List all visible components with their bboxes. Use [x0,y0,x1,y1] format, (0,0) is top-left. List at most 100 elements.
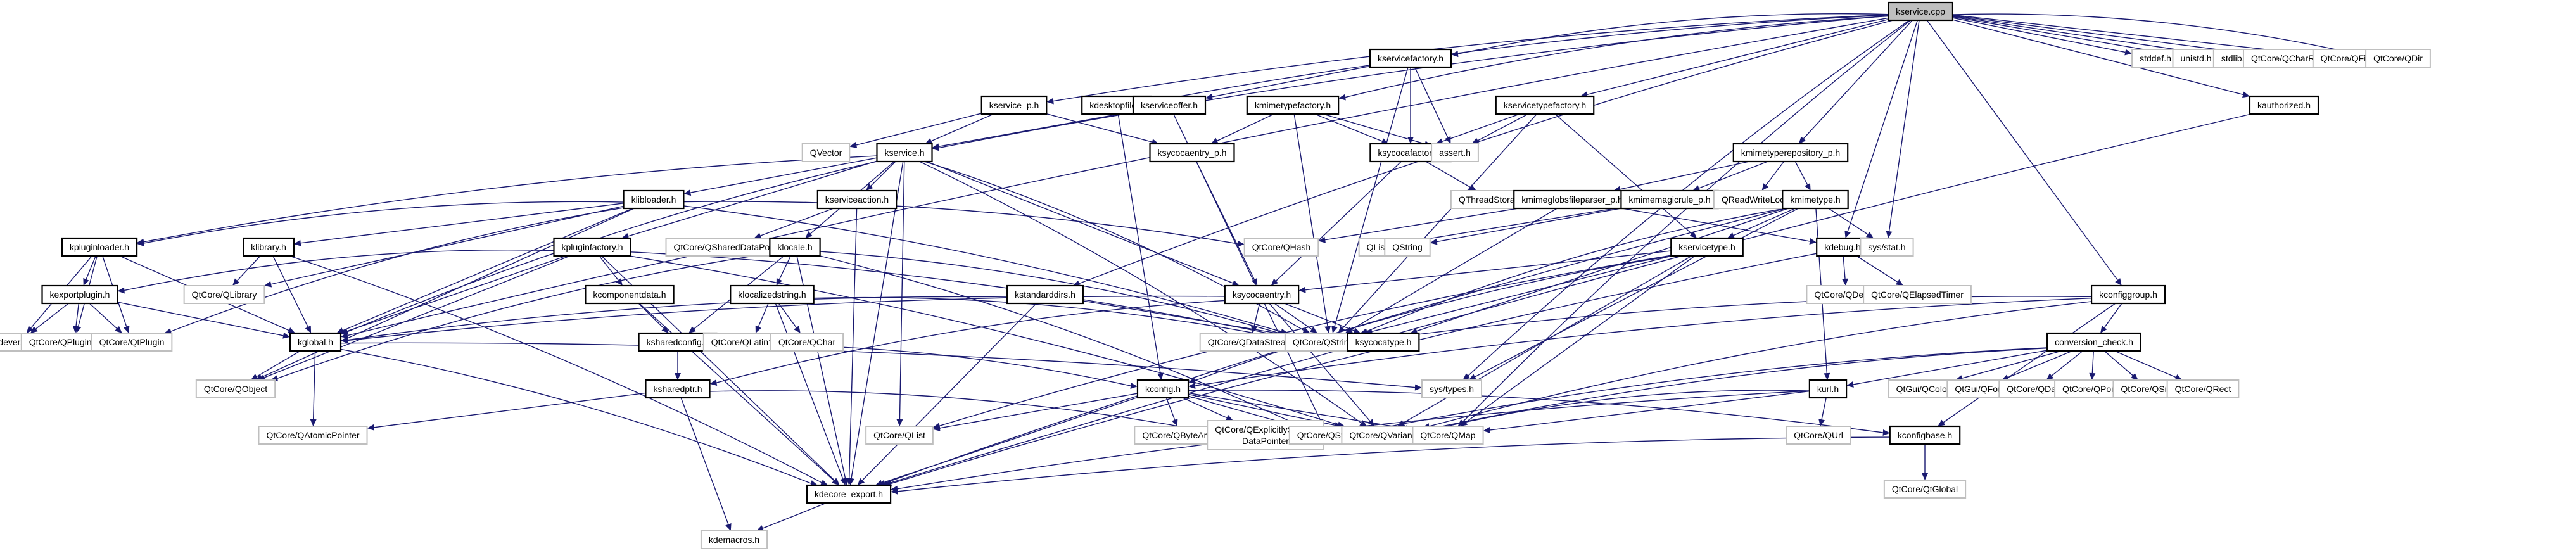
graph-node-kmimemagicrule-p-h[interactable]: kmimemagicrule_p.h [1620,189,1719,210]
graph-node-kconfigbase-h[interactable]: kconfigbase.h [1889,425,1961,445]
edge-klibloader-h-to-qstringlist [683,205,1281,333]
graph-node-ksycocatype-h[interactable]: ksycocatype.h [1347,332,1420,352]
edge-kservice-h-to-qvariant [919,161,1362,423]
graph-node-kservice-p-h[interactable]: kservice_p.h [980,95,1048,115]
graph-node-klibloader-h[interactable]: klibloader.h [623,189,685,210]
edge-kservice-cpp-to-kconfiggroup-h [1926,20,2118,281]
edge-kmimemagicrule-p-h-to-qlist [1402,207,1621,244]
graph-node-kservicetypefactory-h[interactable]: kservicetypefactory.h [1495,95,1595,115]
graph-node-kurl-h[interactable]: kurl.h [1808,379,1848,399]
edge-conversion-check-h-to-qpoint [2091,350,2094,374]
graph-node-kdecore-export-h[interactable]: kdecore_export.h [806,484,892,504]
edge-conversion-check-h-to-qsize [2103,350,2133,376]
graph-node-kservicetype-h[interactable]: kservicetype.h [1670,237,1744,257]
arrowhead-icon [288,327,296,334]
edge-kmimetype-h-to-kservicetype-h [1733,208,1796,236]
graph-node-ksycocaentry-p-h[interactable]: ksycocaentry_p.h [1149,143,1235,163]
edge-ksycocaentry-p-h-to-ksycocaentry-h [1196,161,1255,280]
node-label: kmimetypefactory.h [1255,100,1331,110]
graph-node-ksharedptr-h[interactable]: ksharedptr.h [645,379,711,399]
graph-node-kpluginfactory-h[interactable]: kpluginfactory.h [553,237,631,257]
node-label: DataPointer [1242,436,1289,446]
arrowhead-icon [1251,277,1258,286]
arrowhead-icon [932,143,940,150]
edge-kmimemagicrule-p-h-to-qstring-plain [1437,208,1621,243]
edge-kdesktopfile-h-to-kconfig-h [1117,113,1161,374]
graph-node-kcomponentdata-h[interactable]: kcomponentdata.h [585,284,675,305]
arrowhead-icon [1188,377,1196,384]
edge-kglobal-h-to-qobject [256,350,301,378]
edge-kurl-h-to-qurl [1821,397,1827,420]
edge-kservice-p-h-to-qvector [856,113,982,146]
edge-kservice-cpp-to-kauthorized-h [1952,19,2243,95]
graph-node-kmimetype-h[interactable]: kmimetype.h [1782,189,1849,210]
node-label: ksharedconfig.h [647,337,709,347]
edge-kservice-p-h-to-kservice-h [931,113,994,142]
node-label: QtCore/QHash [1252,242,1311,252]
graph-node-kmimeglobsfileparser-p-h[interactable]: kmimeglobsfileparser_p.h [1513,189,1631,210]
node-box [1495,95,1595,115]
graph-node-kdebug-h[interactable]: kdebug.h [1816,237,1869,257]
node-box [769,237,821,257]
node-box [770,333,844,352]
edge-kservice-h-to-qcore-qlist [899,161,905,420]
arrowhead-icon [1324,326,1331,333]
node-box [1136,379,1190,399]
arrowhead-icon [83,277,89,286]
edge-kmimetypefactory-h-to-ksycocafactory-h [1314,113,1383,142]
graph-node-ksycocaentry-h[interactable]: ksycocaentry.h [1224,284,1300,305]
edge-kservicetype-h-to-ksycocaentry-h [1305,250,1672,291]
node-box [1808,379,1848,399]
node-box [1347,332,1420,352]
graph-node-stddef-h: stddef.h [2131,49,2179,68]
graph-node-klocalizedstring-h[interactable]: klocalizedstring.h [730,284,815,305]
graph-node-kpluginloader-h[interactable]: kpluginloader.h [61,237,138,257]
edge-kpluginfactory-h-to-kglobal-h [347,255,567,332]
edge-kconfiggroup-h-to-qstringlist [1382,296,2092,340]
node-label: kservice_p.h [989,100,1039,110]
graph-node-kconfiggroup-h[interactable]: kconfiggroup.h [2090,284,2166,305]
arrowhead-icon [1805,182,1811,191]
node-label: klibloader.h [631,194,676,205]
graph-node-assert-h: assert.h [1431,143,1479,162]
node-label: kconfiggroup.h [2099,289,2157,300]
graph-node-kglobal-h[interactable]: kglobal.h [289,332,342,352]
graph-node-kservicefactory-h[interactable]: kservicefactory.h [1369,48,1452,68]
edge-kconfig-h-to-qmap [1188,392,1406,429]
graph-node-kexportplugin-h[interactable]: kexportplugin.h [41,284,118,305]
edge-conversion-check-h-to-qfont [2007,350,2073,378]
graph-node-klibrary-h[interactable]: klibrary.h [243,237,295,257]
node-box [1513,189,1631,210]
arrowhead-icon [840,477,846,485]
graph-node-kauthorized-h[interactable]: kauthorized.h [2249,95,2319,115]
graph-node-kserviceoffer-h[interactable]: kserviceoffer.h [1132,95,1207,115]
graph-node-kmimetypefactory-h[interactable]: kmimetypefactory.h [1246,95,1340,115]
edge-ksharedptr-h-to-kdemacros-h [680,397,729,524]
arrowhead-icon [1430,238,1438,245]
node-label: klocale.h [777,242,812,252]
graph-node-qelapsedtimer: QtCore/QElapsedTimer [1863,285,1972,304]
graph-node-kservice-h[interactable]: kservice.h [876,143,933,163]
node-label: kcomponentdata.h [593,289,666,300]
graph-node-kservice-cpp[interactable]: kservice.cpp [1887,1,1954,22]
arrowhead-icon [30,326,38,333]
graph-node-kconfig-h[interactable]: kconfig.h [1136,379,1190,399]
arrowhead-icon [2002,374,2010,381]
graph-node-kserviceaction-h[interactable]: kserviceaction.h [816,189,898,210]
graph-node-qstring-plain: QString [1384,238,1431,257]
arrowhead-icon [2124,49,2133,56]
arrowhead-icon [1309,326,1317,333]
graph-node-conversion-check-h[interactable]: conversion_check.h [2046,332,2141,352]
node-label: kdemacros.h [709,535,759,545]
graph-node-klocale-h[interactable]: klocale.h [769,237,821,257]
arrowhead-icon [2046,373,2054,380]
node-label: QtCore/QLibrary [192,289,257,300]
arrowhead-icon [282,332,290,339]
graph-node-kstandarddirs-h[interactable]: kstandarddirs.h [1006,284,1084,305]
arrowhead-icon [1271,278,1279,286]
graph-node-kmimetyperepository-p-h[interactable]: kmimetyperepository_p.h [1732,143,1849,163]
graph-node-qdir: QtCore/QDir [2365,49,2431,68]
edge-klocalizedstring-h-to-qlatin1char [758,303,769,327]
edge-kservice-cpp-to-kservice-h [939,15,1889,149]
node-label: QtCore/QDebug [1814,289,1878,300]
